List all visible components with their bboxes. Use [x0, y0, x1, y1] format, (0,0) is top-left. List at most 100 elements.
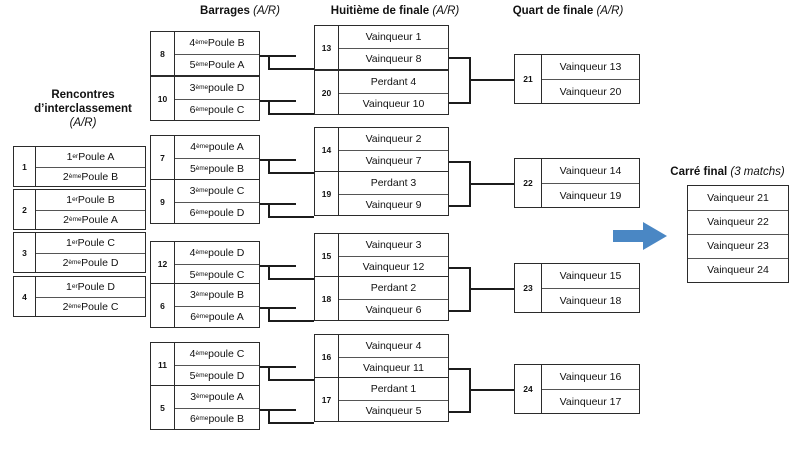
rank-ordinal: 4: [189, 36, 196, 49]
pool-label: poule D: [208, 246, 245, 259]
match-number: 6: [151, 284, 175, 327]
connector-barrage-11-step: [268, 366, 270, 380]
header-quart-label: Quart de finale: [512, 5, 594, 17]
header-barrages-note: (A/R): [253, 5, 280, 17]
pool-label: poule A: [208, 140, 244, 153]
header-huitieme-note: (A/R): [432, 5, 460, 17]
rank-ordinal: 3: [189, 184, 196, 197]
connector-barrage-12-step: [268, 265, 270, 279]
rank-ordinal: 2: [63, 213, 69, 226]
connector-join-24-out: [469, 389, 514, 391]
pool-label: poule C: [208, 347, 245, 360]
pool-label: poule C: [208, 268, 245, 281]
participant-slot: Perdant 1: [370, 382, 417, 395]
column-header-huitieme: Huitième de finale (A/R): [300, 4, 490, 18]
rank-ordinal: 6: [189, 206, 196, 219]
connector-huitieme-17-out: [449, 411, 471, 413]
connector-huitieme-19-out: [449, 205, 471, 207]
participant-slot: Vainqueur 16: [559, 371, 622, 383]
participant-slot: Vainqueur 17: [542, 389, 639, 413]
pool-label: poule A: [208, 310, 244, 323]
match-number: 9: [151, 180, 175, 223]
rank-ordinal: 3: [190, 390, 197, 403]
connector-barrage-8-in: [268, 68, 314, 70]
participant-slot: Vainqueur 24: [688, 257, 788, 282]
participant-slot: Vainqueur 13: [559, 61, 622, 73]
connector-barrage-12-in: [268, 278, 314, 280]
connector-join-23-out: [469, 288, 514, 290]
pool-label: Poule B: [207, 36, 245, 49]
connector-barrage-11: [260, 366, 296, 368]
rank-ordinal: 6: [189, 412, 196, 425]
connector-barrage-5: [260, 409, 296, 411]
pool-label: poule A: [208, 390, 244, 403]
rank-ordinal: 4: [189, 347, 196, 360]
participant-slot: Vainqueur 4: [365, 339, 422, 352]
rank-ordinal: 1: [66, 193, 73, 206]
column-header-carre-final: Carré final (3 matchs): [655, 165, 800, 179]
pool-label: Poule A: [208, 58, 245, 71]
participant-slot: Vainqueur 7: [339, 149, 448, 172]
pool-label: Poule B: [77, 193, 115, 206]
match-number: 8: [151, 32, 175, 75]
match-number: 22: [515, 159, 542, 207]
match-number: 23: [515, 264, 542, 312]
match-number: 10: [151, 77, 175, 120]
participant-slot: Vainqueur 10: [339, 92, 448, 115]
connector-barrage-5-in: [268, 422, 314, 424]
rank-ordinal: 3: [189, 288, 196, 301]
header-carre-label: Carré final: [670, 166, 728, 178]
pool-label: Poule A: [81, 213, 118, 226]
match-number: 12: [151, 242, 175, 285]
connector-huitieme-16-out: [449, 368, 471, 370]
rank-ordinal: 5: [189, 58, 196, 71]
pool-label: Poule D: [77, 280, 115, 293]
